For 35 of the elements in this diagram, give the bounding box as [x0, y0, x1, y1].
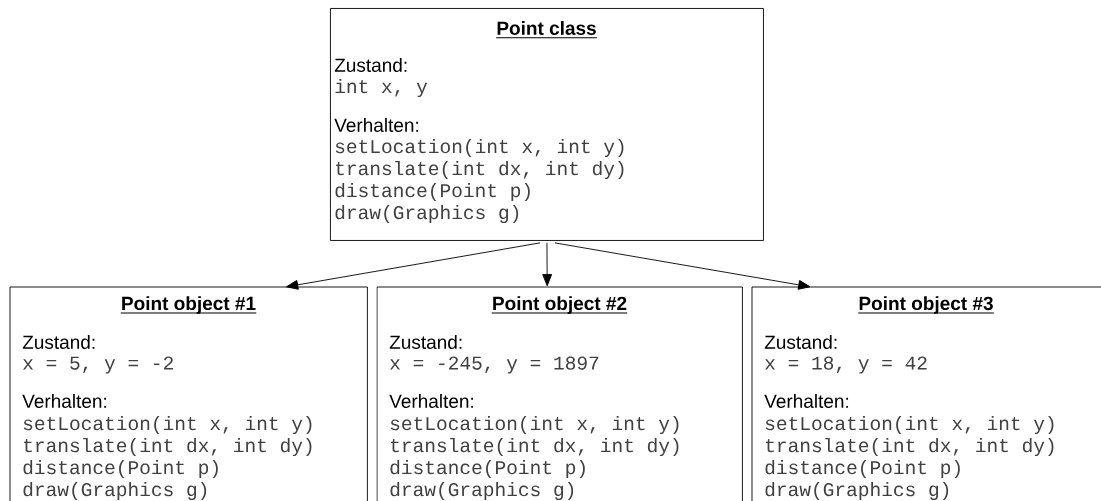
code-line: distance(Point p): [765, 459, 960, 479]
code-line: draw(Graphics g): [765, 481, 949, 501]
code-line: draw(Graphics g): [390, 481, 574, 501]
heading: Point object #1: [120, 296, 257, 314]
section-label: Verhalten:: [334, 118, 418, 132]
section-label: Zustand:: [334, 58, 407, 72]
code-line: distance(Point p): [390, 459, 585, 479]
code-line: translate(int dx, int dy): [391, 437, 679, 457]
code-line: translate(int dx, int dy): [24, 437, 312, 457]
code-line: setLocation(int x, int y): [335, 138, 624, 158]
code-line: draw(Graphics g): [335, 204, 519, 224]
arrow: [554, 242, 811, 290]
code-line: draw(Graphics g): [23, 481, 207, 501]
code-line: distance(Point p): [23, 459, 218, 479]
code-line: translate(int dx, int dy): [336, 160, 624, 180]
code-line: setLocation(int x, int y): [23, 415, 312, 435]
code-line: x = -245, y = 1897: [390, 356, 599, 374]
code-line: setLocation(int x, int y): [765, 415, 1054, 435]
section-label: Verhalten:: [22, 394, 106, 408]
code-line: distance(Point p): [335, 182, 530, 202]
code-line: setLocation(int x, int y): [390, 415, 679, 435]
code-line: x = 5, y = -2: [23, 356, 173, 374]
arrow: [542, 242, 553, 287]
section-label: Verhalten:: [764, 394, 849, 408]
heading: Point object #2: [491, 296, 628, 314]
section-label: Zustand:: [389, 335, 462, 349]
arrow: [286, 242, 541, 290]
code-line: x = 18, y = 42: [765, 356, 927, 374]
section-label: Zustand:: [764, 335, 837, 349]
heading: Point object #3: [857, 296, 995, 314]
code-line: int x, y: [335, 78, 428, 98]
section-label: Verhalten:: [389, 394, 473, 408]
section-label: Zustand:: [22, 335, 95, 349]
heading: Point class: [495, 21, 598, 39]
code-line: translate(int dx, int dy): [766, 437, 1054, 457]
